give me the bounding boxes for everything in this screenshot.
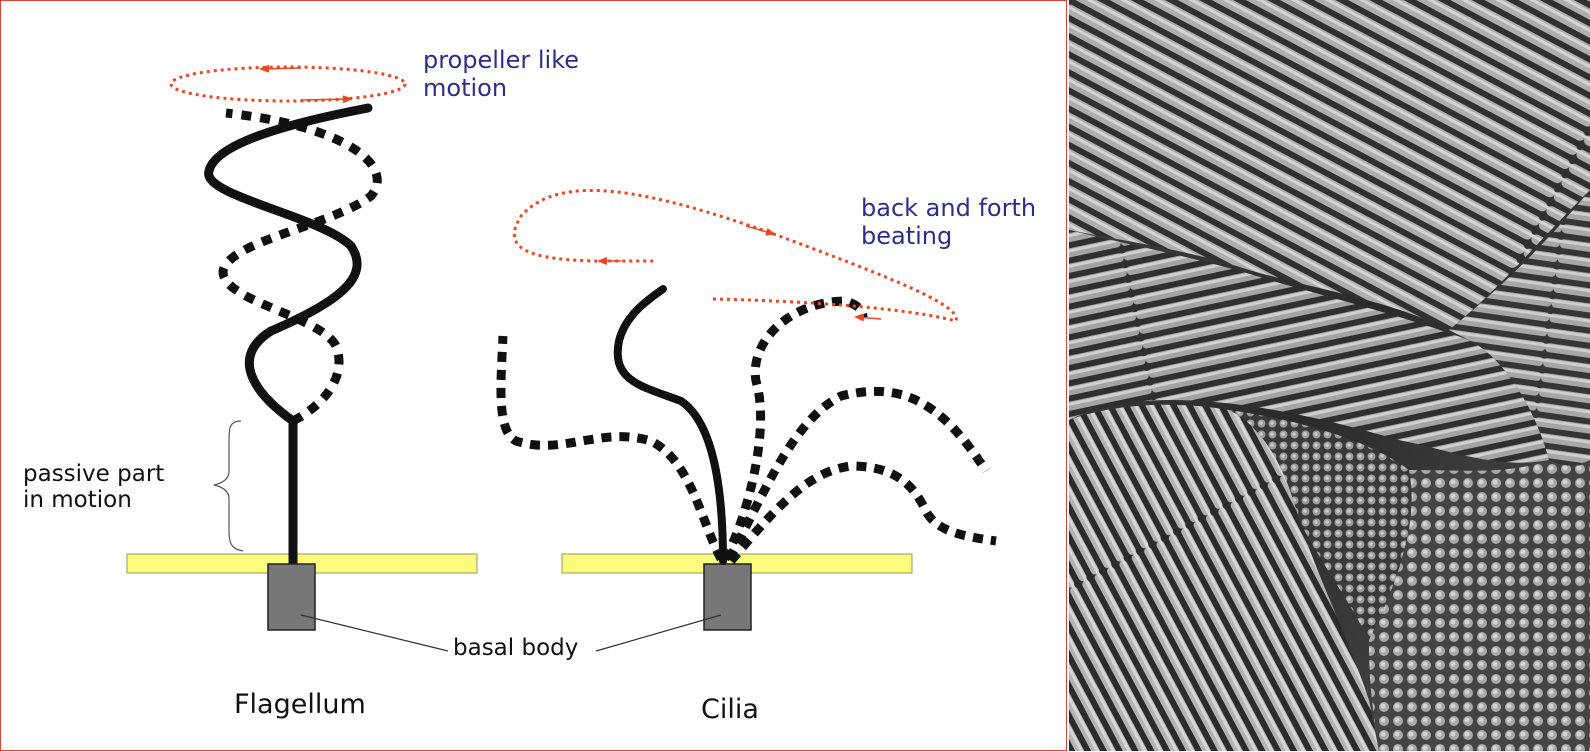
basal-body-cilia [704,564,751,630]
propeller-motion-label: propeller like motion [423,47,579,102]
passive-part-brace [214,421,243,551]
propeller-motion-path [171,67,405,101]
pointer-line-cilia [596,615,721,651]
cilia-dotted-strand-4 [731,466,996,561]
cilia-electron-micrograph [1069,0,1590,751]
micrograph-texture [1069,0,1590,751]
cilia-dotted-strand-1 [501,336,721,559]
pointer-line-flagellum [301,615,448,651]
beating-motion-line-1: back and forth [861,195,1036,223]
flagella-cilia-diagram: propeller like motion back and forth bea… [0,0,1067,751]
passive-part-line-1: passive part [23,461,164,487]
propeller-motion-line-2: motion [423,75,579,103]
flagellum-solid-strand [209,108,368,563]
cilia-arrow-2 [746,226,774,234]
basal-body-flagellum [268,564,315,630]
propeller-motion-line-1: propeller like [423,47,579,75]
passive-part-line-2: in motion [23,487,164,513]
cilia-caption: Cilia [701,694,759,725]
basal-body-label: basal body [453,635,578,661]
flagellum-caption: Flagellum [234,689,366,720]
cilia-arrow-3 [856,317,881,319]
beating-motion-label: back and forth beating [861,195,1036,250]
propeller-arrow-right [301,99,351,100]
passive-part-label: passive part in motion [23,461,164,514]
propeller-arrow-left [261,68,301,69]
beating-motion-line-2: beating [861,223,1036,251]
cilia-dotted-strand-3 [729,391,986,559]
